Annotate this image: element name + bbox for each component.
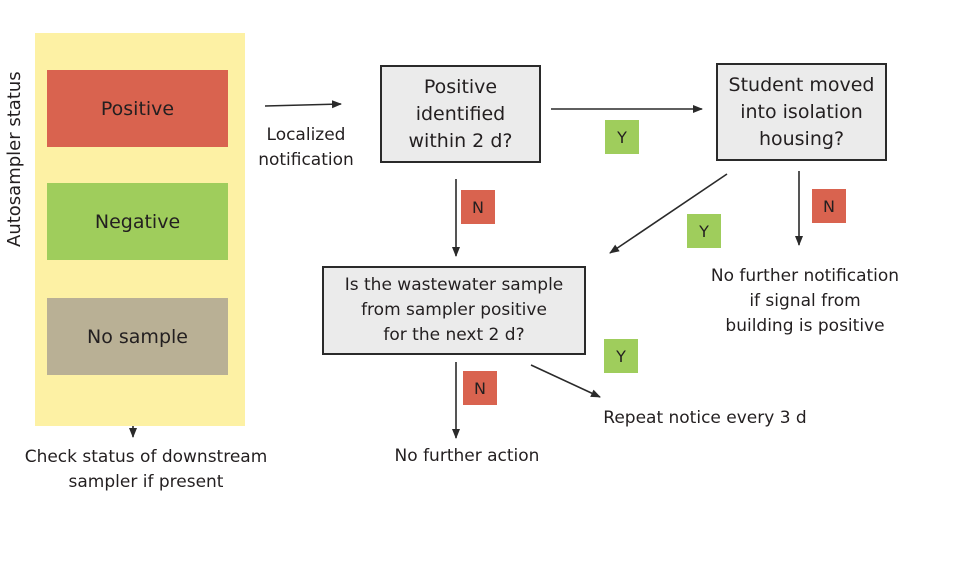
arrow-positive-to-q1 bbox=[264, 100, 342, 109]
arrow-q3-yes-repeat bbox=[530, 364, 601, 398]
repeat-notice-text: Repeat notice every 3 d bbox=[603, 408, 807, 428]
localized-notification-label: Localized notification bbox=[258, 125, 354, 170]
status-positive: Positive bbox=[47, 70, 228, 147]
autosampler-status-label: Autosampler status bbox=[4, 71, 25, 247]
tag-no-q3: N bbox=[463, 371, 497, 405]
check-downstream-text: Check status of downstream sampler if pr… bbox=[24, 447, 268, 492]
arrow-q2-yes-to-q3 bbox=[609, 173, 728, 254]
no-further-action-text: No further action bbox=[394, 446, 540, 466]
status-negative: Negative bbox=[47, 183, 228, 260]
no-further-notification-text: No further notification if signal from b… bbox=[710, 266, 900, 336]
question-wastewater-positive: Is the wastewater sample from sampler po… bbox=[322, 266, 586, 355]
status-no-sample: No sample bbox=[47, 298, 228, 375]
tag-yes-q1: Y bbox=[605, 120, 639, 154]
question-isolation-housing: Student moved into isolation housing? bbox=[716, 63, 887, 161]
tag-yes-q3: Y bbox=[604, 339, 638, 373]
question-positive-identified: Positive identified within 2 d? bbox=[380, 65, 541, 163]
tag-no-q2: N bbox=[812, 189, 846, 223]
tag-yes-q2: Y bbox=[687, 214, 721, 248]
tag-no-q1: N bbox=[461, 190, 495, 224]
